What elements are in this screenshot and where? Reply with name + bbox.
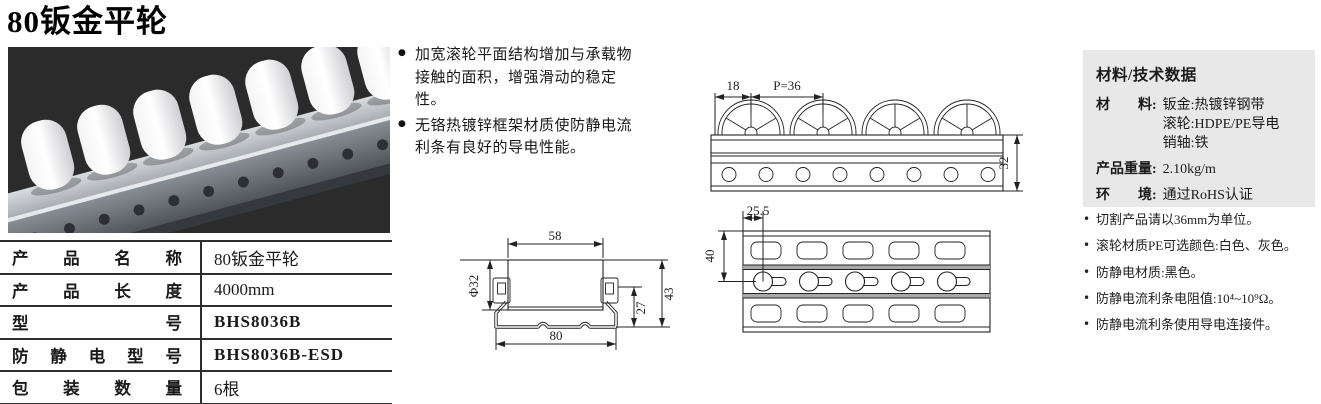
spec-label: 产品长度 [0,272,202,306]
materials-row: 材 料: 钣金:热镀锌钢带 滚轮:HDPE/PE导电 销轴:铁 [1096,96,1305,153]
channel-profile [494,300,618,329]
rail-holes [29,139,388,233]
page-title: 80钣金平轮 [7,4,168,39]
dimensions: 25.5 40 [702,206,769,282]
materials-panel-title: 材料/技术数据 [1096,67,1197,84]
bullet-icon: ● [398,48,407,58]
materials-value: 2.10kg/m [1163,160,1305,179]
clips [492,277,619,304]
note-text: 滚轮材质PE可选颜色:白色、灰色。 [1096,238,1297,254]
dim-label: 43 [661,288,676,301]
materials-value-line: 销轴:铁 [1162,136,1209,151]
spec-label: 防静电型号 [0,337,202,371]
dim-label: Φ32 [466,275,481,298]
table-row: 型号 BHS8036B [0,305,392,339]
bullet-icon: ● [398,118,407,129]
dim-label: 27 [633,301,648,315]
spec-label: 产品名称 [0,240,202,274]
note-text: 切割产品请以36mm为单位。 [1096,212,1260,227]
table-row: 包装数量 6根 [0,370,392,404]
materials-label: 环 境: [1096,188,1157,203]
table-row: 防静电型号 BHS8036B-ESD [0,337,392,371]
materials-value: 通过RoHS认证 [1163,186,1305,205]
bottom-slots [750,304,966,323]
bullet-icon: • [1083,317,1091,332]
materials-label: 产品重量: [1096,162,1157,177]
feature-item: ● 无铬热镀锌框架材质使防静电流利条有良好的导电性能。 [398,115,643,160]
bullet-icon: • [1083,212,1091,226]
materials-value-line: 通过RoHS认证 [1162,188,1253,203]
materials-row: 环 境: 通过RoHS认证 [1096,186,1305,205]
spec-value: 80钣金平轮 [201,240,392,274]
spec-label: 包装数量 [0,370,202,404]
dim-label: P=36 [773,78,801,93]
roller-section [507,259,604,311]
feature-item: ● 加宽滚轮平面结构增加与承载物接触的面积，增强滑动的稳定性。 [398,44,643,112]
table-row: 产品长度 4000mm [0,272,392,306]
dim-label: 80 [550,328,563,343]
materials-value-line: 滚轮:HDPE/PE导电 [1162,117,1280,132]
plan-view-drawing: 25.5 40 [702,206,991,333]
feature-text: 无铬热镀锌框架材质使防静电流利条有良好的导电性能。 [415,117,633,157]
rail-profile [710,134,1004,192]
spec-value: 6根 [201,370,392,404]
dimensions: 58 Φ32 27 43 80 [466,230,676,350]
spec-value: BHS8036B-ESD [201,337,392,371]
spec-value: 4000mm [201,272,392,306]
materials-value-line: 钣金:热镀锌钢带 [1162,98,1265,113]
materials-panel: 材料/技术数据 材 料: 钣金:热镀锌钢带 滚轮:HDPE/PE导电 销轴:铁 … [1083,50,1315,207]
materials-row: 产品重量: 2.10kg/m [1096,160,1305,179]
feature-list: ● 加宽滚轮平面结构增加与承载物接触的面积，增强滑动的稳定性。 ● 无铬热镀锌框… [398,44,643,163]
spec-value: BHS8036B [201,305,392,339]
spec-table: 产品名称 80钣金平轮 产品长度 4000mm 型号 BHS8036B 防静电型… [0,240,392,404]
note-text: 防静电流利条使用导电连接件。 [1096,317,1279,333]
materials-value-line: 2.10kg/m [1162,162,1216,177]
dim-label: 18 [727,78,740,93]
dim-label: 32 [996,157,1011,170]
note-item: • 防静电流利条电阻值:10⁴~10⁹Ω。 [1083,290,1321,309]
dim-label: 40 [702,250,717,263]
dimensions: 18 P=36 32 [714,78,1023,192]
note-item: • 防静电材质:黑色。 [1083,264,1321,283]
product-photo-illustration [8,47,390,233]
product-photo [8,47,390,233]
note-text: 防静电材质:黑色。 [1096,264,1204,280]
note-text: 防静电流利条电阻值:10⁴~10⁹Ω。 [1096,291,1282,307]
notes-list: • 切割产品请以36mm为单位。 • 滚轮材质PE可选颜色:白色、灰色。 • 防… [1083,211,1321,343]
roller-track [8,47,390,233]
table-row: 产品名称 80钣金平轮 [0,240,392,274]
bullet-icon: • [1083,238,1091,253]
bullet-icon: • [1083,291,1091,306]
rail-plan [742,230,991,333]
top-slots [750,241,966,260]
spec-label: 型号 [0,305,202,339]
note-item: • 切割产品请以36mm为单位。 [1083,211,1321,230]
note-item: • 防静电流利条使用导电连接件。 [1083,316,1321,335]
bullet-icon: • [1083,264,1091,279]
note-item: • 滚轮材质PE可选颜色:白色、灰色。 [1083,237,1321,256]
dim-label: 58 [549,230,562,243]
side-view-drawing: 18 P=36 32 [710,78,1023,192]
rollers [21,47,390,196]
materials-value: 钣金:热镀锌钢带 滚轮:HDPE/PE导电 销轴:铁 [1163,96,1305,153]
materials-label: 材 料: [1096,98,1157,113]
cross-section-drawing: 58 Φ32 27 43 80 [460,230,676,350]
dim-label: 25.5 [747,206,770,218]
feature-text: 加宽滚轮平面结构增加与承载物接触的面积，增强滑动的稳定性。 [415,47,633,108]
